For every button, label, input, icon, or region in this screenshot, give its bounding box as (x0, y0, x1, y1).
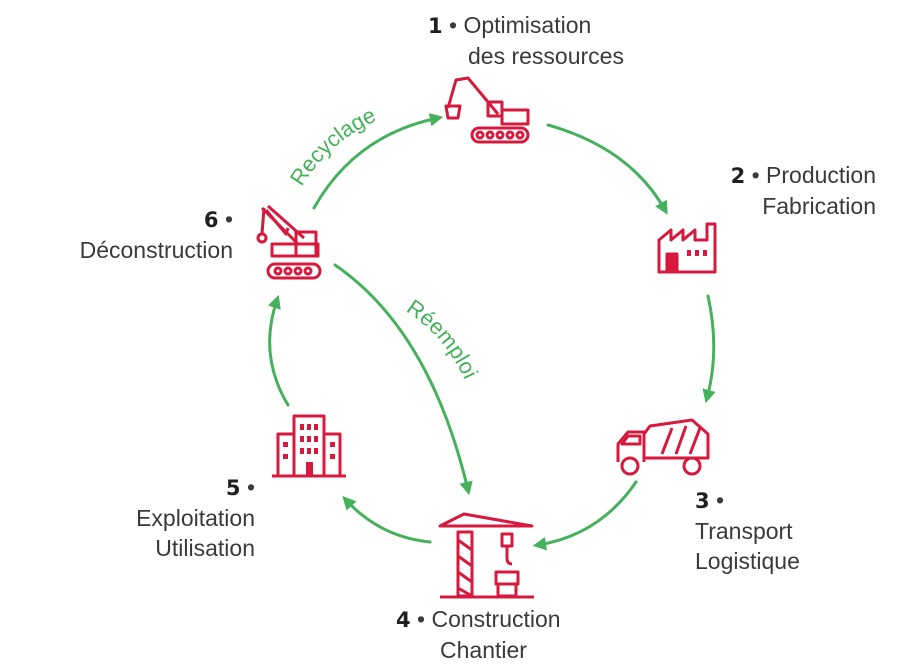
step-5-line2: Utilisation (155, 535, 255, 561)
recycling-label: Recyclage (285, 102, 380, 190)
step-6-line1: Déconstruction (79, 237, 233, 263)
step-1-number: 1 (428, 14, 443, 38)
arrow-3-to-4 (532, 480, 638, 551)
demolition-crane-icon (252, 204, 328, 284)
step-2-line2: Fabrication (762, 193, 876, 219)
arrow-6-to-4-reuse (333, 263, 473, 496)
arrow-5-to-6 (267, 294, 290, 407)
step-4-number: 4 (396, 608, 411, 632)
office-building-icon (270, 412, 348, 482)
step-3-line2: Logistique (695, 548, 800, 574)
step-3-bullet: • (716, 487, 725, 513)
step-6-label: 6 • Déconstruction (80, 204, 233, 265)
tower-crane-icon (438, 510, 538, 602)
step-3-label: 3 • Transport Logistique (695, 485, 800, 576)
step-6-number: 6 (203, 208, 219, 232)
step-4-line2: Chantier (440, 637, 527, 663)
step-1-line1: Optimisation (463, 12, 592, 38)
step-2-bullet: • (751, 162, 760, 188)
step-4-label: 4 • Construction Chantier (396, 604, 561, 664)
step-1-label: 1 • Optimisation des ressources (428, 10, 624, 71)
step-2-label: 2 • Production Fabrication (731, 160, 876, 221)
step-3-number: 3 (695, 489, 710, 513)
step-4-line1: Construction (431, 606, 561, 632)
step-5-bullet: • (246, 474, 255, 500)
step-6-bullet: • (224, 206, 233, 232)
arrow-6-to-1 (312, 113, 444, 210)
arrow-2-to-3 (702, 294, 716, 404)
step-5-label: 5 • Exploitation Utilisation (136, 472, 255, 563)
step-2-number: 2 (730, 164, 746, 188)
step-4-bullet: • (417, 606, 426, 632)
step-5-line1: Exploitation (136, 505, 255, 531)
dump-truck-icon (614, 414, 714, 482)
step-5-number: 5 (225, 476, 241, 500)
arrow-4-to-5 (342, 496, 432, 544)
step-1-line2: des ressources (468, 43, 624, 69)
step-2-line1: Production (766, 162, 876, 188)
excavator-icon (440, 72, 535, 147)
step-3-line1: Transport (695, 518, 793, 544)
step-1-bullet: • (449, 12, 458, 38)
factory-icon (655, 218, 721, 276)
arrow-1-to-2 (546, 123, 668, 215)
reuse-label: Réemploi (402, 294, 483, 382)
